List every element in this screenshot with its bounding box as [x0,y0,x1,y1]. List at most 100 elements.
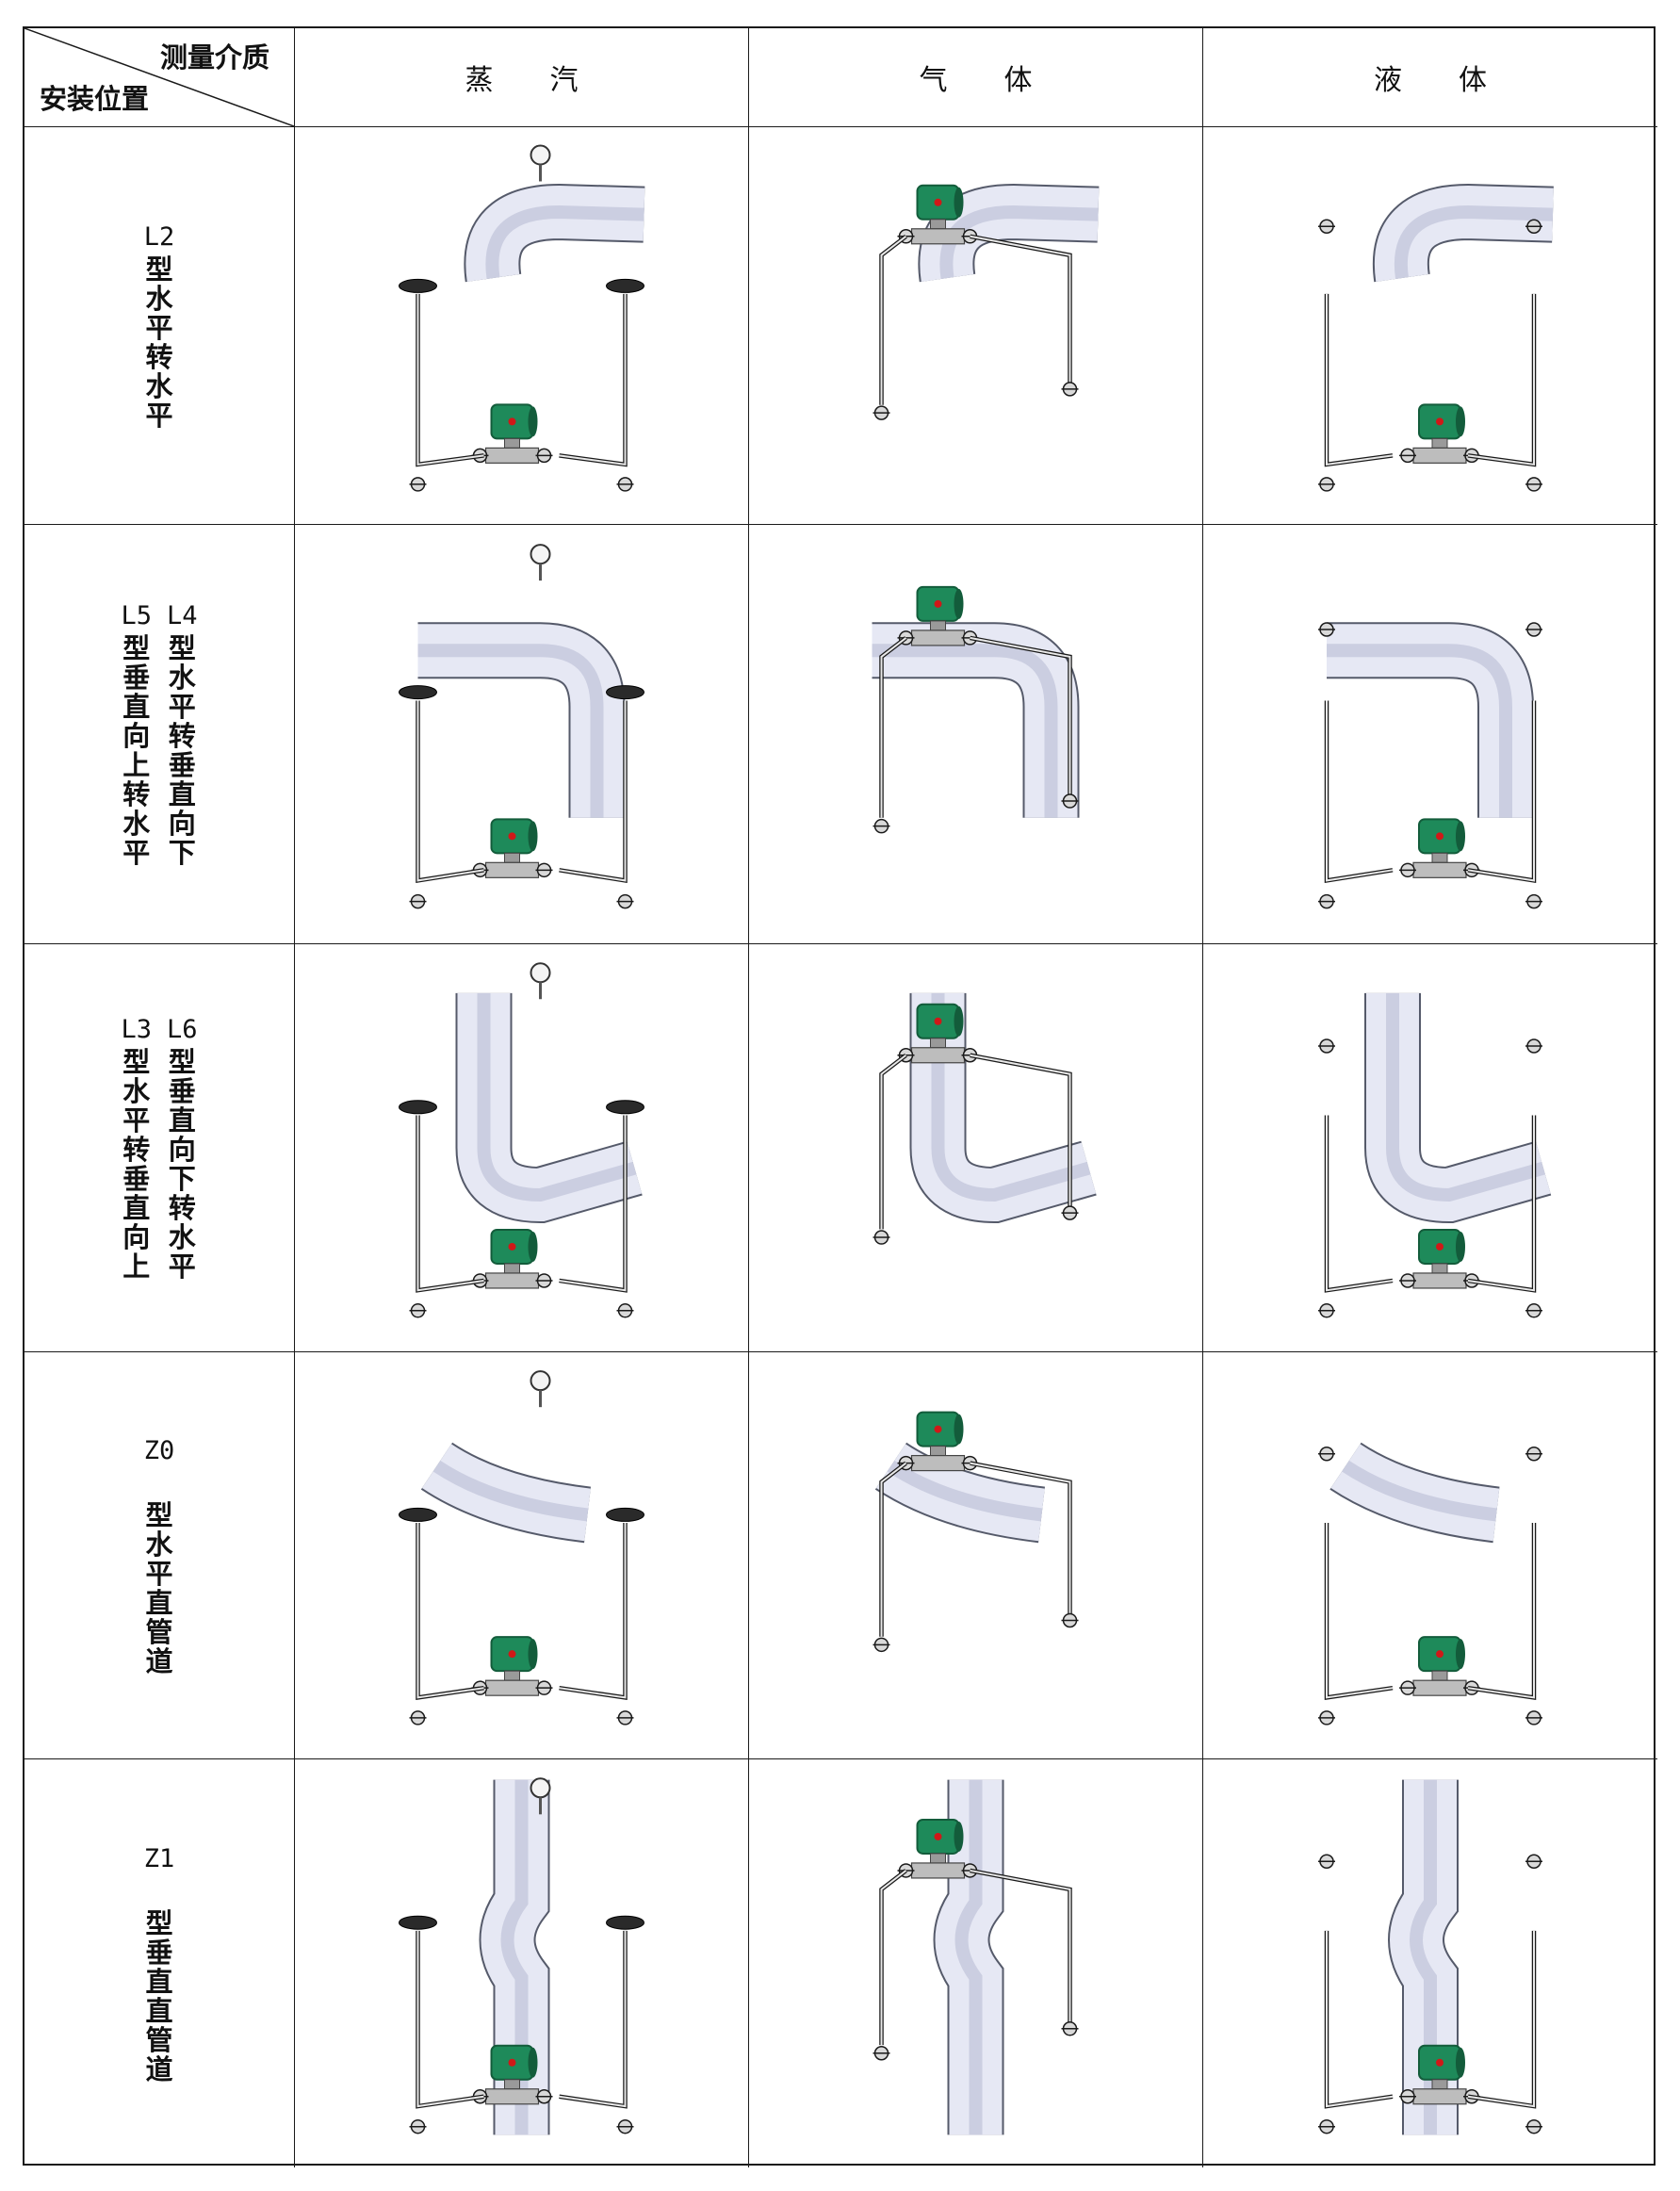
indicator-icon [508,2058,516,2067]
pipe-shading [887,1460,1043,1522]
manifold-block [910,630,966,646]
diagram-z0-gas [749,1352,1203,1759]
impulse-tube [416,700,484,882]
impulse-tube [1467,293,1535,466]
indicator-icon [1436,1650,1443,1659]
impulse-tube [1326,293,1394,466]
pipe-diagram-svg [399,144,645,492]
impulse-tube [1467,1523,1535,1699]
diagram-z0-liquid [1203,1352,1657,1759]
transmitter-neck [930,219,946,230]
pipe-shading [872,644,1058,818]
manifold-block [484,447,540,464]
transmitter-neck [1431,1263,1448,1274]
indicator-icon [1436,417,1443,426]
diagram-z1-steam [295,1759,749,2167]
transmitter-neck [1431,2079,1448,2090]
indicator-icon [508,1650,516,1659]
model-description: 型垂直直管道 [145,1906,173,2085]
pipe-diagram-svg [873,1411,1079,1653]
impulse-tube-outline [416,1930,484,2109]
transmitter-cap [954,187,964,218]
condensate-pot-icon [399,278,437,293]
impulse-tube-outline [879,234,907,405]
impulse-tube-outline [559,1523,628,1700]
impulse-tube-outline [416,1523,484,1700]
impulse-tube [416,1523,484,1699]
pipe-shading [939,204,1099,279]
impulse-tube [880,637,907,818]
transmitter-cap [954,588,964,619]
transmitter-neck [504,852,520,863]
diagram-z1-gas [749,1759,1203,2167]
model-code: L6 [167,1015,198,1044]
transmitter-neck [504,1670,520,1681]
pipe-shading [1394,204,1554,279]
impulse-tube [1467,1930,1535,2108]
impulse-tube [1326,700,1394,882]
model-code: L4 [167,601,198,630]
corner-diagonal-line [24,28,294,126]
impulse-tube-outline [559,293,628,467]
diagram-l5-steam [295,525,749,944]
pipe-shading [1342,1460,1497,1522]
impulse-tube [1467,1115,1535,1292]
diagram-l6-liquid [1203,944,1657,1352]
model-description: 型垂直向下转水平 [168,1046,196,1283]
pipe-elbow [1366,992,1551,1222]
model-description: 型水平转水平 [145,253,173,432]
model-description: 型水平转垂直向上 [122,1046,151,1283]
model-code: L5 [121,601,152,630]
pipe-elbow [457,992,643,1222]
indicator-icon [934,198,942,206]
diagram-l3-steam [295,944,749,1352]
diagram-l2-liquid [1203,127,1657,525]
pipe-shading [1327,644,1512,818]
pipe-shading [1410,1779,1437,2135]
manifold-block [484,1679,540,1696]
diagram-l3-gas [749,944,1203,1352]
impulse-tube [880,1870,907,2046]
pipe-diagram-svg [873,183,1100,420]
pressure-gauge-icon [530,144,551,166]
transmitter-cap [1456,2047,1465,2078]
transmitter-cap [528,1639,538,1670]
impulse-tube-outline [1467,1930,1537,2109]
transmitter-cap [954,1006,964,1037]
pipe-shading [417,644,604,818]
pressure-gauge-icon [530,1370,551,1392]
transmitter-cap [528,2047,538,2078]
transmitter-cap [954,1821,964,1852]
transmitter-neck [930,1446,946,1457]
impulse-tube-outline [416,700,484,884]
column-header-steam: 蒸 汽 [295,28,749,127]
transmitter-neck [930,1038,946,1049]
transmitter-neck [504,1263,520,1274]
manifold-block [910,228,966,245]
model-code: L2 [143,221,175,252]
pipe-diagram-svg [872,585,1080,834]
pipe-diagram-svg [1318,622,1542,909]
impulse-tube-outline [1467,293,1537,467]
impulse-tube [1326,1523,1394,1699]
header-corner: 测量介质 安装位置 [24,28,295,127]
transmitter-neck [1431,852,1448,863]
column-header-gas: 气 体 [749,28,1203,127]
indicator-icon [934,1832,942,1840]
impulse-tube [970,1869,1071,2025]
transmitter-cap [954,1414,964,1445]
pipe-shading [432,1460,589,1522]
manifold-block [1412,447,1467,464]
diagram-l5-gas [749,525,1203,944]
manifold-block [910,1862,966,1879]
indicator-icon [1436,832,1443,841]
model-description: 型水平转垂直向下 [168,632,196,869]
model-description: 型水平直管道 [145,1498,173,1677]
transmitter-cap [1456,1231,1465,1262]
